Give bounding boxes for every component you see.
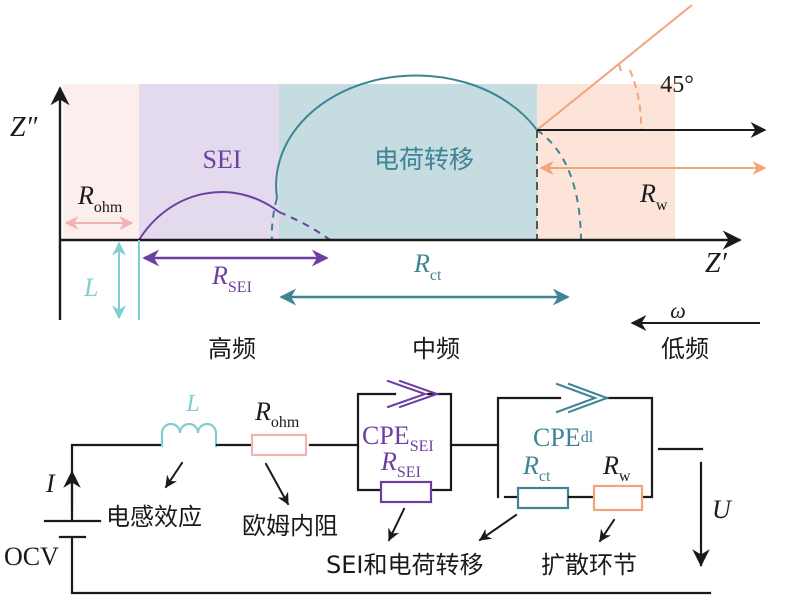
voltage-label: U — [712, 495, 733, 524]
rohm-resistor — [250, 433, 308, 457]
region-ohm-bg — [63, 84, 139, 240]
sei-block-frame — [356, 392, 397, 492]
pointer-w — [598, 518, 616, 543]
annot-inductance: 电感效应 — [106, 503, 202, 531]
sei-arc-dashed — [278, 211, 331, 241]
rct-resistor — [516, 486, 570, 510]
ct-block-frame-right — [603, 396, 654, 499]
ct-arc — [275, 74, 538, 199]
annot-sei-ct: SEI和电荷转移 — [326, 551, 483, 579]
rohm-circuit-label: Rohm — [254, 397, 300, 431]
inductor — [160, 422, 218, 448]
rsei-circuit-label: RSEI — [380, 447, 421, 481]
y-axis-label: Z″ — [10, 112, 38, 143]
annot-diffusion: 扩散环节 — [541, 551, 637, 579]
freq-low-label: 低频 — [661, 335, 709, 363]
rohm-label: Rohm — [77, 181, 123, 216]
rw-label: Rw — [639, 179, 668, 214]
ct-arc-dashed-left — [270, 197, 278, 241]
angle-label: 45° — [660, 72, 694, 98]
region-ct-label: 电荷转移 — [374, 145, 474, 174]
annot-ohmic: 欧姆内阻 — [242, 512, 338, 540]
freq-high-label: 高频 — [208, 335, 256, 363]
current-label: I — [45, 469, 56, 498]
rct-label: Rct — [413, 249, 442, 284]
pointer-inductance — [164, 461, 184, 489]
pointer-sei — [387, 507, 406, 542]
pointer-ct — [478, 513, 518, 542]
rct-circuit-label: Rct — [522, 451, 551, 485]
nyquist-plot: 45° Rw Z″ Z′ SEI 电荷转移 Rohm L RSEI Rct ω … — [10, 4, 767, 363]
freq-mid-label: 中频 — [412, 335, 460, 363]
angle-arc — [629, 69, 643, 131]
rsei-label: RSEI — [211, 261, 252, 296]
cpe-dl-label: CPEdl — [533, 423, 594, 452]
equivalent-circuit: I OCV L Rohm CPESEI RSEI CPEdl Rct Rw — [4, 379, 733, 595]
cpe-sei-symbol — [386, 379, 441, 409]
warburg-tick — [618, 63, 622, 72]
omega-label: ω — [670, 298, 686, 323]
wire-return — [70, 535, 712, 595]
region-w-bg — [537, 84, 675, 240]
region-sei-label: SEI — [203, 145, 242, 174]
ct-block-frame — [496, 396, 562, 499]
warburg-line — [536, 4, 693, 131]
cpe-dl-symbol — [555, 382, 610, 414]
l-label: L — [83, 273, 98, 302]
rw-resistor — [592, 484, 644, 512]
pointer-ohmic — [264, 462, 290, 506]
rw-circuit-label: Rw — [602, 451, 631, 485]
rsei-resistor — [379, 480, 433, 504]
x-axis-label: Z′ — [705, 248, 728, 279]
inductor-label: L — [185, 391, 199, 417]
cpe-sei-label: CPESEI — [362, 421, 434, 455]
region-ct-bg — [279, 84, 537, 240]
sei-arc — [138, 191, 280, 241]
source-label: OCV — [4, 542, 59, 571]
